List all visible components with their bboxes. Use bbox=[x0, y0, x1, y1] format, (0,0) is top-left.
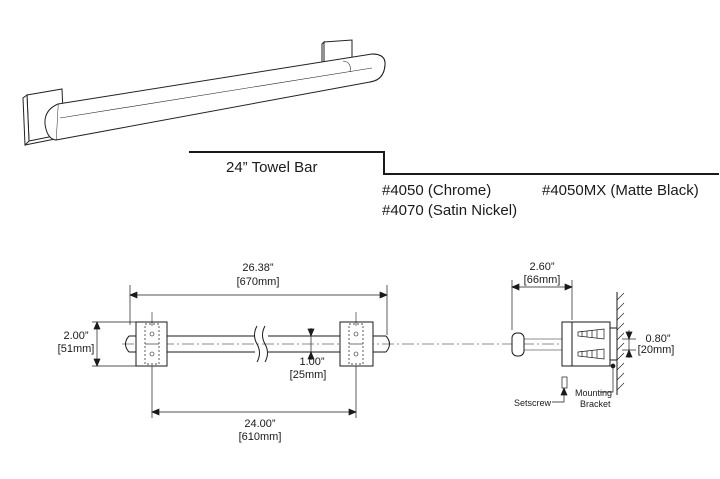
dim-center-to-center bbox=[151, 366, 357, 418]
side-flange bbox=[561, 321, 611, 367]
screws bbox=[577, 328, 605, 360]
title-rule bbox=[189, 151, 719, 175]
dim-bracket-thickness bbox=[622, 330, 636, 358]
side-elevation bbox=[511, 292, 625, 395]
model-matte-black: #4050MX (Matte Black) bbox=[542, 182, 699, 199]
break-symbol bbox=[254, 325, 260, 363]
model-chrome: #4050 (Chrome) bbox=[382, 182, 492, 199]
front-elevation bbox=[122, 312, 560, 367]
dim-bracket-thickness-mm: [20mm] bbox=[637, 344, 675, 356]
dim-overall-length-inch: 26.38” bbox=[242, 262, 274, 274]
wall-hatch bbox=[616, 292, 625, 391]
dim-center-to-center-mm: [610mm] bbox=[238, 431, 282, 443]
dim-projection-mm: [66mm] bbox=[523, 274, 561, 286]
callout-leaders bbox=[552, 363, 616, 403]
callout-mounting-bracket-line1: Mounting bbox=[575, 388, 613, 398]
mounting-bracket bbox=[609, 327, 618, 361]
dim-overall-length bbox=[129, 285, 388, 335]
product-title: 24” Towel Bar bbox=[226, 159, 318, 176]
dim-center-to-center-inch: 24.00” bbox=[244, 418, 276, 430]
dim-flange-height-inch: 2.00” bbox=[63, 330, 89, 342]
setscrew bbox=[561, 376, 568, 389]
bar-body bbox=[55, 53, 386, 141]
dim-bar-diameter-mm: [25mm] bbox=[289, 369, 327, 381]
dim-flange-height-mm: [51mm] bbox=[57, 343, 95, 355]
callout-setscrew: Setscrew bbox=[514, 398, 552, 408]
callout-mounting-bracket-line2: Bracket bbox=[580, 399, 611, 409]
dim-projection-inch: 2.60” bbox=[529, 261, 555, 273]
dim-flange-height bbox=[92, 321, 136, 367]
dim-overall-length-mm: [670mm] bbox=[236, 276, 280, 288]
towel-bar-illustration bbox=[22, 39, 386, 147]
dim-bar-diameter-inch: 1.00” bbox=[299, 356, 325, 368]
dim-bar-diameter bbox=[307, 328, 315, 360]
dim-projection bbox=[511, 280, 573, 330]
dim-bracket-thickness-inch: 0.80” bbox=[645, 333, 671, 345]
model-satin-nickel: #4070 (Satin Nickel) bbox=[382, 202, 518, 219]
bar-section bbox=[511, 332, 525, 357]
